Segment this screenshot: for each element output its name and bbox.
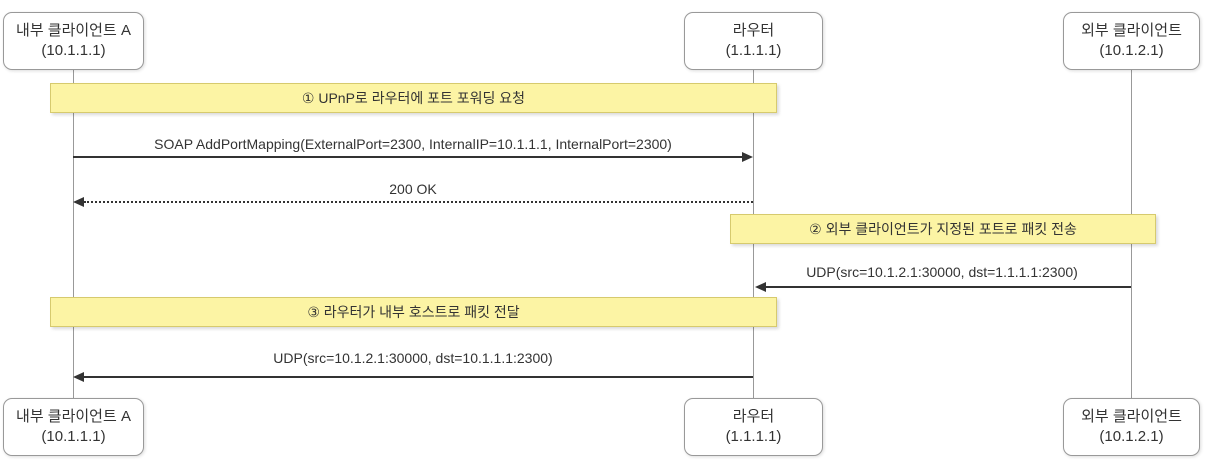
actor-name: 외부 클라이언트 xyxy=(1081,21,1182,39)
actor-address: (10.1.2.1) xyxy=(1099,428,1164,445)
message-1-arrowhead-right xyxy=(742,152,753,162)
actor-internal-client-bottom: 내부 클라이언트 A (10.1.1.1) xyxy=(3,398,144,456)
message-1-line xyxy=(73,156,744,158)
actor-router-bottom: 라우터 (1.1.1.1) xyxy=(684,398,823,456)
actor-router-top: 라우터 (1.1.1.1) xyxy=(684,12,823,70)
actor-address: (10.1.2.1) xyxy=(1099,42,1164,59)
note-external-client-sends-packet: ② 외부 클라이언트가 지정된 포트로 패킷 전송 xyxy=(730,214,1156,244)
actor-name: 내부 클라이언트 A xyxy=(16,21,131,39)
message-4-label: UDP(src=10.1.2.1:30000, dst=10.1.1.1:230… xyxy=(273,350,553,366)
message-1-label: SOAP AddPortMapping(ExternalPort=2300, I… xyxy=(154,136,672,152)
actor-external-client-top: 외부 클라이언트 (10.1.2.1) xyxy=(1063,12,1200,70)
message-2-arrowhead-left xyxy=(73,197,84,207)
actor-name: 외부 클라이언트 xyxy=(1081,407,1182,425)
message-3-line xyxy=(766,286,1131,288)
message-2-label: 200 OK xyxy=(389,181,437,197)
message-4-line xyxy=(84,376,753,378)
actor-internal-client-top: 내부 클라이언트 A (10.1.1.1) xyxy=(3,12,144,70)
actor-address: (1.1.1.1) xyxy=(725,42,782,59)
actor-address: (10.1.1.1) xyxy=(41,428,106,445)
actor-address: (10.1.1.1) xyxy=(41,42,106,59)
note-router-forwards-packet: ③ 라우터가 내부 호스트로 패킷 전달 xyxy=(50,297,777,327)
message-3-arrowhead-left xyxy=(755,282,766,292)
actor-name: 내부 클라이언트 A xyxy=(16,407,131,425)
actor-name: 라우터 xyxy=(732,407,775,425)
message-4-arrowhead-left xyxy=(73,372,84,382)
actor-address: (1.1.1.1) xyxy=(725,428,782,445)
note-upnp-port-forwarding-request: ① UPnP로 라우터에 포트 포워딩 요청 xyxy=(50,83,777,113)
message-3-label: UDP(src=10.1.2.1:30000, dst=1.1.1.1:2300… xyxy=(806,264,1078,280)
lifeline-internal-client xyxy=(73,70,74,398)
message-2-line xyxy=(84,201,753,203)
actor-external-client-bottom: 외부 클라이언트 (10.1.2.1) xyxy=(1063,398,1200,456)
actor-name: 라우터 xyxy=(732,21,775,39)
